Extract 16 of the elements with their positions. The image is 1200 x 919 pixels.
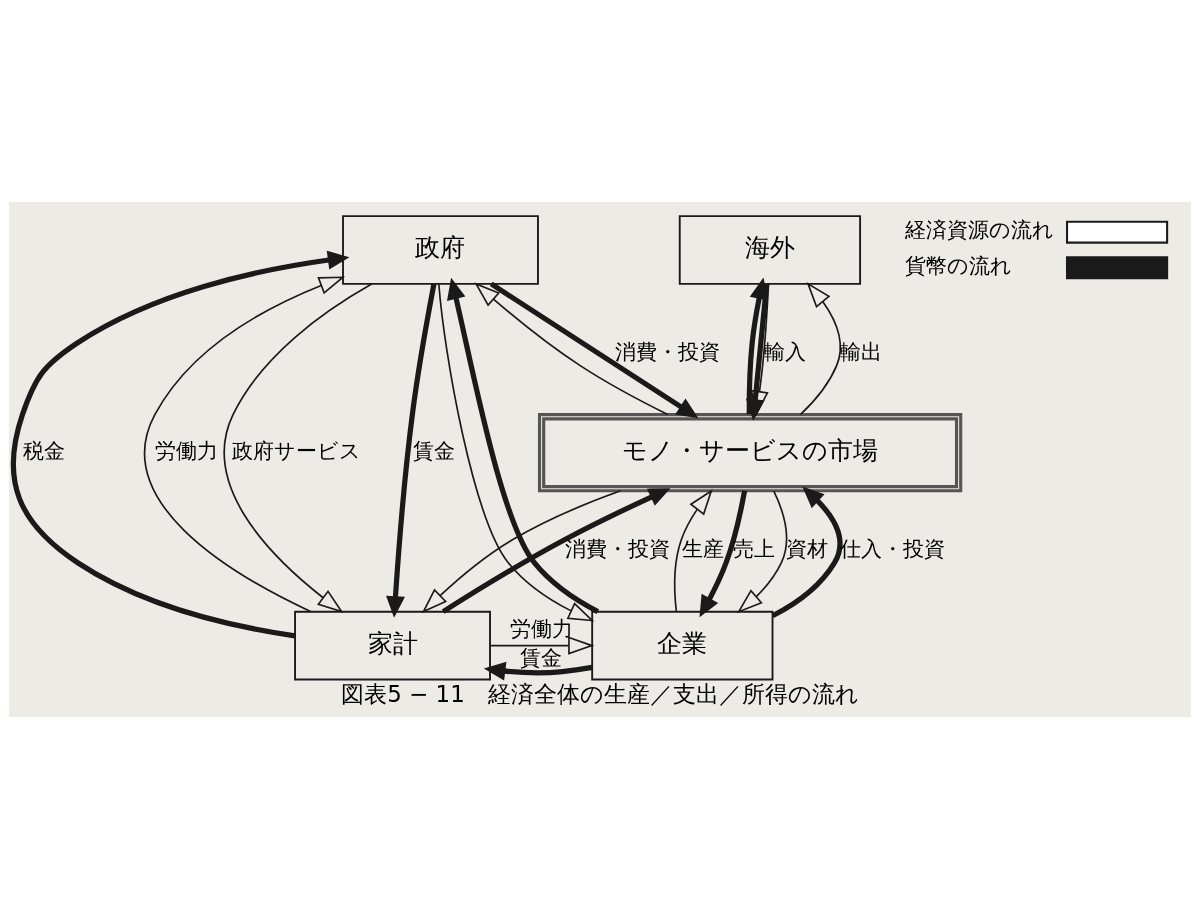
edge-label: 生産 (681, 537, 724, 562)
edge-label: 売上 (732, 537, 775, 562)
legend-label: 貨幣の流れ (905, 253, 1013, 278)
edge-label: 輸出 (840, 340, 883, 365)
legend-label: 経済資源の流れ (905, 218, 1055, 243)
caption: 図表5 − 11 経済全体の生産／支出／所得の流れ (341, 680, 859, 707)
edge-label: 労働力 (155, 438, 219, 463)
edge-label: 消費・投資 (565, 537, 671, 562)
edge-label: 税金 (22, 438, 65, 463)
edge-label: 資材 (785, 537, 828, 562)
edge-label: 政府サービス (232, 438, 362, 463)
edge-label: 輸入 (764, 340, 807, 365)
edge-label: 賃金 (520, 646, 563, 671)
edge-label: 労働力 (509, 617, 573, 642)
edge-label: 消費・投資 (615, 340, 721, 365)
edge-label: 賃金 (412, 438, 455, 463)
